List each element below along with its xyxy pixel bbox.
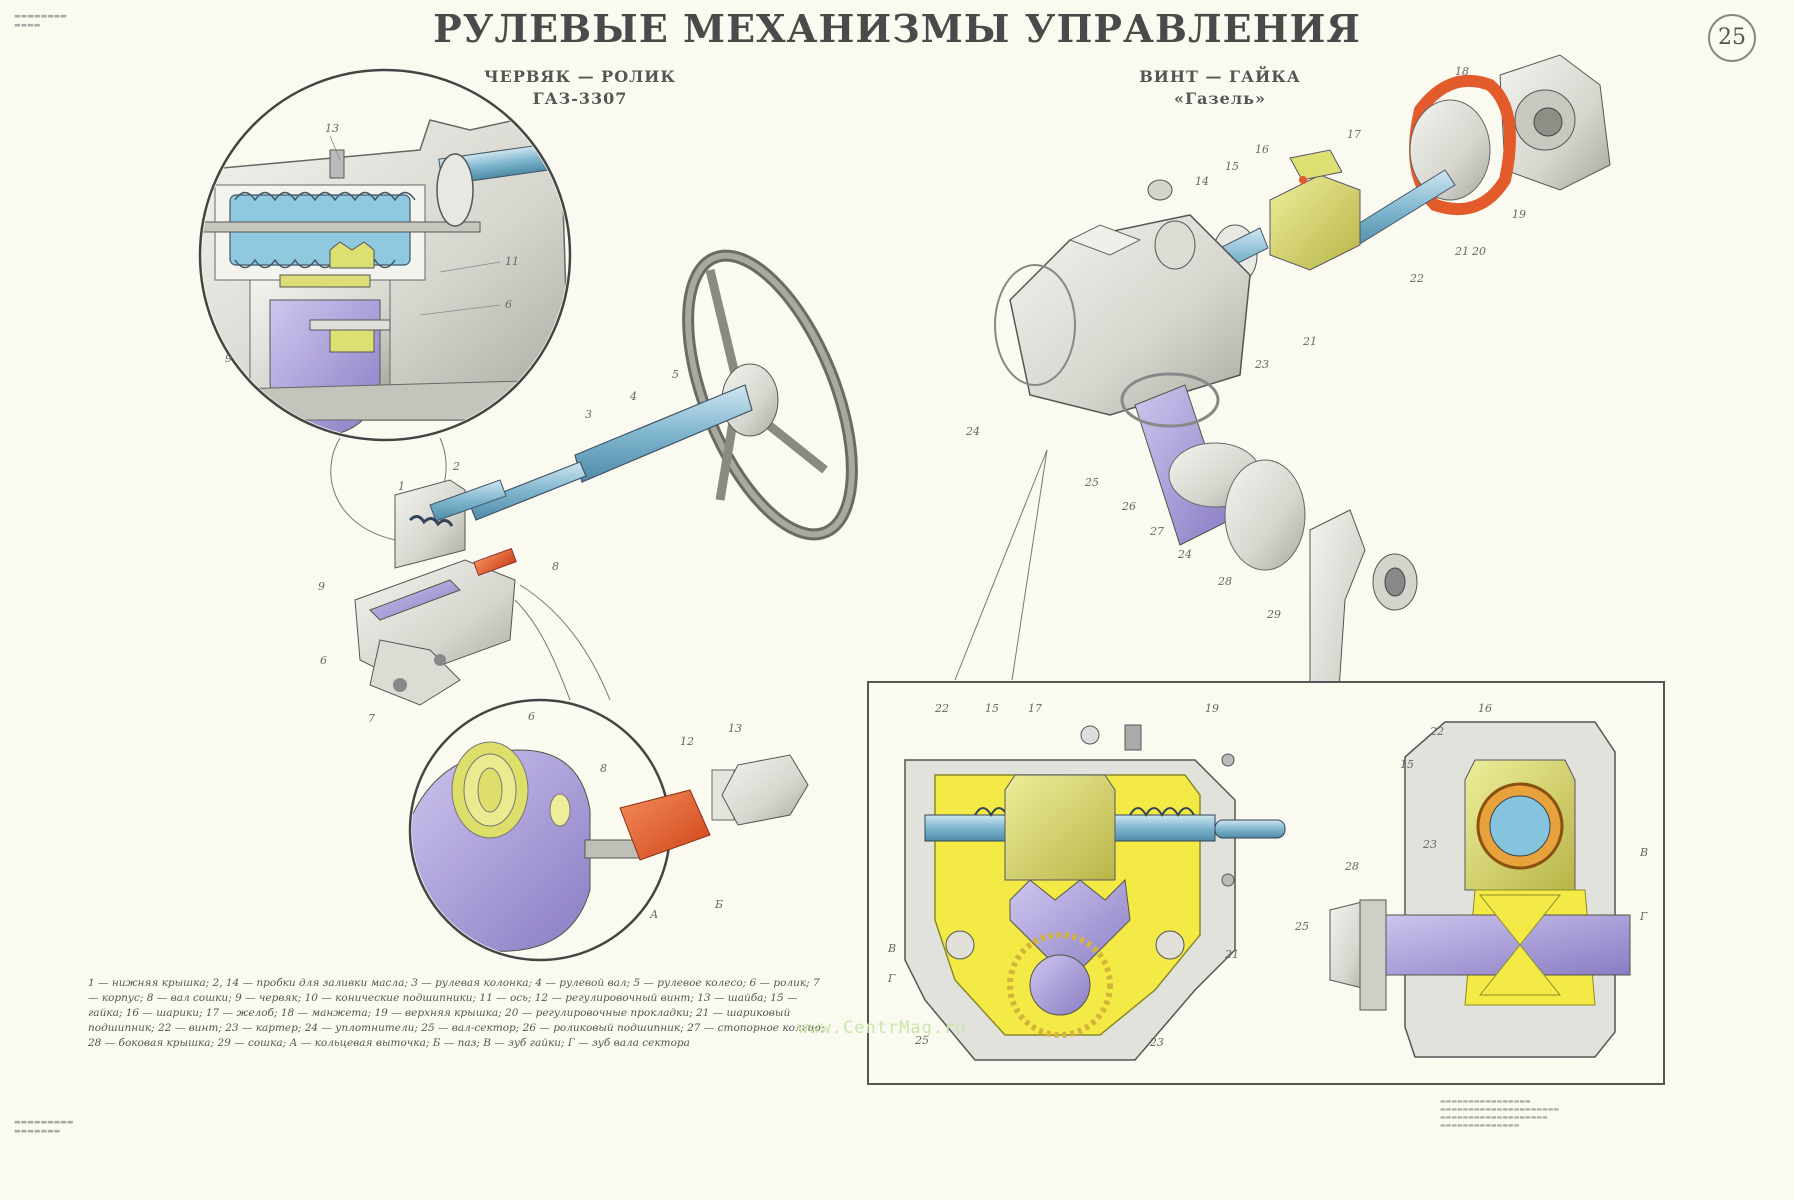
svg-text:Г: Г xyxy=(887,972,896,985)
svg-text:15: 15 xyxy=(1225,160,1239,173)
svg-text:15: 15 xyxy=(1400,758,1414,771)
steering-wheel-assembly: 3 4 5 xyxy=(469,249,858,541)
left-section-type: ЧЕРВЯК — РОЛИК xyxy=(484,67,676,86)
svg-text:Б: Б xyxy=(714,898,723,911)
svg-text:7: 7 xyxy=(368,712,375,725)
svg-text:6: 6 xyxy=(528,710,535,723)
sheet-number: 25 xyxy=(1708,14,1756,62)
svg-text:21: 21 xyxy=(1302,335,1317,348)
svg-text:17: 17 xyxy=(1028,702,1042,715)
svg-text:14: 14 xyxy=(1195,175,1209,188)
svg-text:29: 29 xyxy=(1266,608,1281,621)
svg-text:19: 19 xyxy=(1512,208,1526,221)
left-section-model: ГАЗ-3307 xyxy=(532,89,628,108)
svg-text:27: 27 xyxy=(1149,525,1164,538)
svg-text:4: 4 xyxy=(629,390,637,403)
svg-text:А: А xyxy=(649,908,658,921)
svg-text:13: 13 xyxy=(325,122,339,135)
svg-text:22: 22 xyxy=(1409,272,1424,285)
worm-roller-gearbox: 1 2 9 8 6 7 xyxy=(318,460,559,725)
svg-text:16: 16 xyxy=(1255,143,1269,156)
parts-legend: 1 — нижняя крышка; 2, 14 — пробки для за… xyxy=(88,977,825,1049)
svg-text:11: 11 xyxy=(505,255,519,268)
svg-text:26: 26 xyxy=(1121,500,1136,513)
svg-text:23: 23 xyxy=(1149,1036,1164,1049)
svg-text:9: 9 xyxy=(225,352,232,365)
svg-text:21: 21 xyxy=(1224,948,1239,961)
screw-nut-cross-section-inset: 22 15 17 19 В Г 21 23 25 16 22 15 23 28 … xyxy=(867,681,1665,1085)
footer-imprint-right: ▬▬▬▬▬▬▬▬▬▬▬▬▬▬▬▬▬▬▬▬▬▬▬▬▬▬▬▬▬▬▬▬▬▬▬▬▬▬▬▬… xyxy=(1440,1098,1560,1129)
svg-text:В: В xyxy=(1639,846,1648,859)
svg-text:8: 8 xyxy=(600,762,607,775)
svg-text:6: 6 xyxy=(505,298,512,311)
svg-text:24: 24 xyxy=(965,425,980,438)
right-section-type: ВИНТ — ГАЙКА xyxy=(1139,67,1301,86)
svg-text:21: 21 xyxy=(1454,245,1469,258)
svg-text:19: 19 xyxy=(1205,702,1219,715)
svg-text:5: 5 xyxy=(672,368,679,381)
svg-text:12: 12 xyxy=(680,735,694,748)
svg-text:25: 25 xyxy=(1084,476,1099,489)
svg-text:25: 25 xyxy=(1294,920,1309,933)
adjusting-screw-magnified: 6 8 12 13 А Б xyxy=(408,698,809,962)
publisher-note: ▬▬▬▬▬▬▬▬▬▬▬▬ xyxy=(14,12,67,29)
svg-text:8: 8 xyxy=(552,560,559,573)
worm-roller-cutaway-magnified: 13 11 6 9 xyxy=(198,68,572,442)
svg-text:25: 25 xyxy=(914,1034,929,1047)
svg-text:22: 22 xyxy=(1429,725,1444,738)
left-section-heading: ЧЕРВЯК — РОЛИК ГАЗ-3307 xyxy=(470,66,690,110)
svg-text:16: 16 xyxy=(1478,702,1492,715)
svg-text:2: 2 xyxy=(452,460,460,473)
footer-imprint-left: ▬▬▬▬▬▬▬▬▬▬▬▬▬▬▬▬ xyxy=(14,1118,74,1135)
svg-text:23: 23 xyxy=(1254,358,1269,371)
svg-text:20: 20 xyxy=(1471,245,1486,258)
svg-text:18: 18 xyxy=(1455,65,1469,78)
svg-text:24: 24 xyxy=(1177,548,1192,561)
svg-text:3: 3 xyxy=(585,408,592,421)
svg-text:23: 23 xyxy=(1422,838,1437,851)
svg-text:1: 1 xyxy=(398,480,405,493)
right-section-model: «Газель» xyxy=(1174,89,1266,108)
svg-text:В: В xyxy=(887,942,896,955)
svg-text:28: 28 xyxy=(1217,575,1232,588)
svg-text:15: 15 xyxy=(985,702,999,715)
svg-text:17: 17 xyxy=(1347,128,1361,141)
svg-text:Г: Г xyxy=(1639,910,1648,923)
svg-text:28: 28 xyxy=(1344,860,1359,873)
right-section-heading: ВИНТ — ГАЙКА «Газель» xyxy=(1110,66,1330,110)
page-title: РУЛЕВЫЕ МЕХАНИЗМЫ УПРАВЛЕНИЯ xyxy=(433,6,1361,51)
svg-text:6: 6 xyxy=(320,654,327,667)
screw-nut-exploded-view: 18 17 16 15 14 19 21 20 22 21 23 24 25 2… xyxy=(965,54,1611,756)
watermark: www.CentrMag.ru xyxy=(798,1018,967,1038)
svg-text:13: 13 xyxy=(728,722,742,735)
svg-text:9: 9 xyxy=(318,580,325,593)
svg-text:22: 22 xyxy=(934,702,949,715)
